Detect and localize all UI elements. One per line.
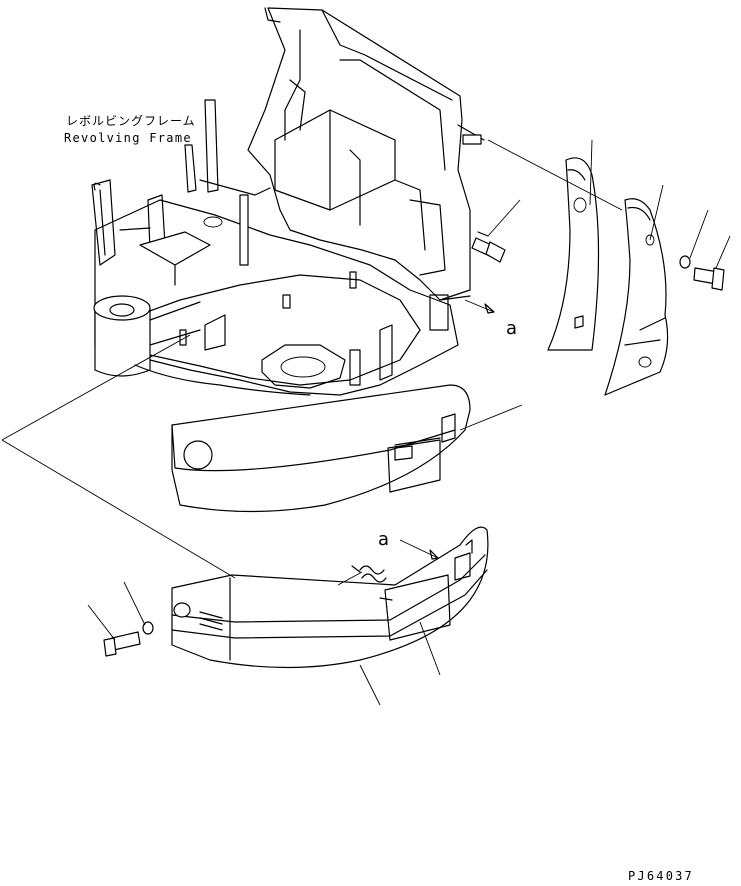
view-a-callout-top: a [506, 318, 518, 339]
counterweight [171, 526, 489, 669]
leader-lines [1, 139, 731, 706]
lock-spring [351, 565, 387, 583]
washer-bolt-upper [679, 255, 725, 291]
frame-bolt [471, 231, 506, 263]
washer-bolt-lower [103, 621, 154, 657]
side-plate-right [604, 198, 669, 396]
view-a-callout-bottom: a [378, 529, 390, 550]
revolving-frame-label-en: Revolving Frame [64, 131, 192, 145]
rear-cover-plate [171, 384, 471, 513]
revolving-frame-label-jp: レボルビングフレーム [66, 114, 196, 128]
drawing-number: PJ64037 [628, 869, 694, 883]
revolving-frame [91, 7, 485, 396]
